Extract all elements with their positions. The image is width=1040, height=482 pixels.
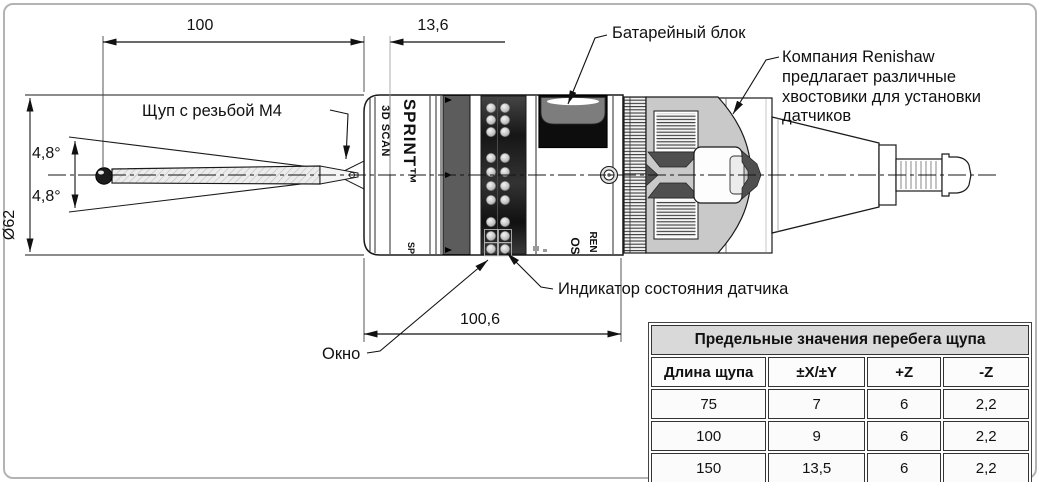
shank-note-line2: предлагает различные [782, 68, 956, 86]
marking-sprint: SPRINT™ [400, 99, 419, 185]
clamp-thread-windows [653, 110, 699, 240]
table-row: 150 13,5 6 2,2 [651, 453, 1029, 482]
table-title: Предельные значения перебега щупа [651, 325, 1029, 355]
cell-minus-z: 2,2 [943, 421, 1029, 451]
status-led-array [484, 98, 512, 257]
marking-sprint-small: SP [406, 242, 416, 254]
callout-window: Окно [322, 345, 360, 363]
dim-100-label: 100 [187, 17, 214, 34]
cover-screw [599, 165, 619, 185]
col-header-stylus-length: Длина щупа [651, 357, 767, 387]
cell-length: 75 [651, 389, 767, 419]
cell-minus-z: 2,2 [943, 389, 1029, 419]
table-row: 100 9 6 2,2 [651, 421, 1029, 451]
cell-plus-z: 6 [867, 453, 942, 482]
callout-stylus: Щуп с резьбой M4 [142, 102, 282, 120]
dim-13-6-label: 13,6 [417, 17, 448, 34]
cell-xy: 7 [768, 389, 866, 419]
overtravel-table: Предельные значения перебега щупа Длина … [648, 322, 1032, 482]
table-row: 75 7 6 2,2 [651, 389, 1029, 419]
cell-minus-z: 2,2 [943, 453, 1029, 482]
angle-upper-label: 4,8° [32, 145, 61, 162]
cell-plus-z: 6 [867, 389, 942, 419]
callout-battery: Батарейный блок [612, 24, 746, 42]
angle-lower-label: 4,8° [32, 188, 61, 205]
collet [645, 151, 701, 199]
shank-note-line4: датчиков [782, 107, 851, 125]
stylus-ball [95, 167, 113, 185]
top-dimensions [102, 36, 365, 167]
col-header-minus-z: -Z [943, 357, 1029, 387]
shank-note-line3: хвостовики для установки [782, 88, 981, 106]
bottom-dimension: 100,6 [363, 36, 622, 342]
col-header-plus-z: +Z [867, 357, 942, 387]
table-header-row: Длина щупа ±X/±Y +Z -Z [651, 357, 1029, 387]
cell-length: 150 [651, 453, 767, 482]
dim-diameter-label: Ø62 [1, 210, 18, 240]
battery-compartment [538, 94, 608, 149]
dim-100-6-label: 100,6 [460, 311, 500, 328]
marking-osp: OS [568, 237, 582, 254]
cell-length: 100 [651, 421, 767, 451]
shank-note-line1: Компания Renishaw [782, 48, 935, 66]
callout-shank-note: Компания Renishaw предлагает различные х… [782, 48, 981, 125]
marking-renishaw: REN [587, 231, 598, 252]
diameter-dimension [25, 94, 364, 256]
callout-status-indicator: Индикатор состояния датчика [558, 280, 789, 298]
cell-plus-z: 6 [867, 421, 942, 451]
marking-3d-scan: 3D SCAN [379, 105, 391, 157]
col-header-xy: ±X/±Y [768, 357, 866, 387]
callout-leaders [329, 34, 780, 354]
taper-cone [771, 116, 880, 234]
cell-xy: 9 [768, 421, 866, 451]
angle-dimension: 4,8° 4,8° [32, 136, 360, 213]
shank-assembly [623, 96, 972, 254]
cell-xy: 13,5 [768, 453, 866, 482]
